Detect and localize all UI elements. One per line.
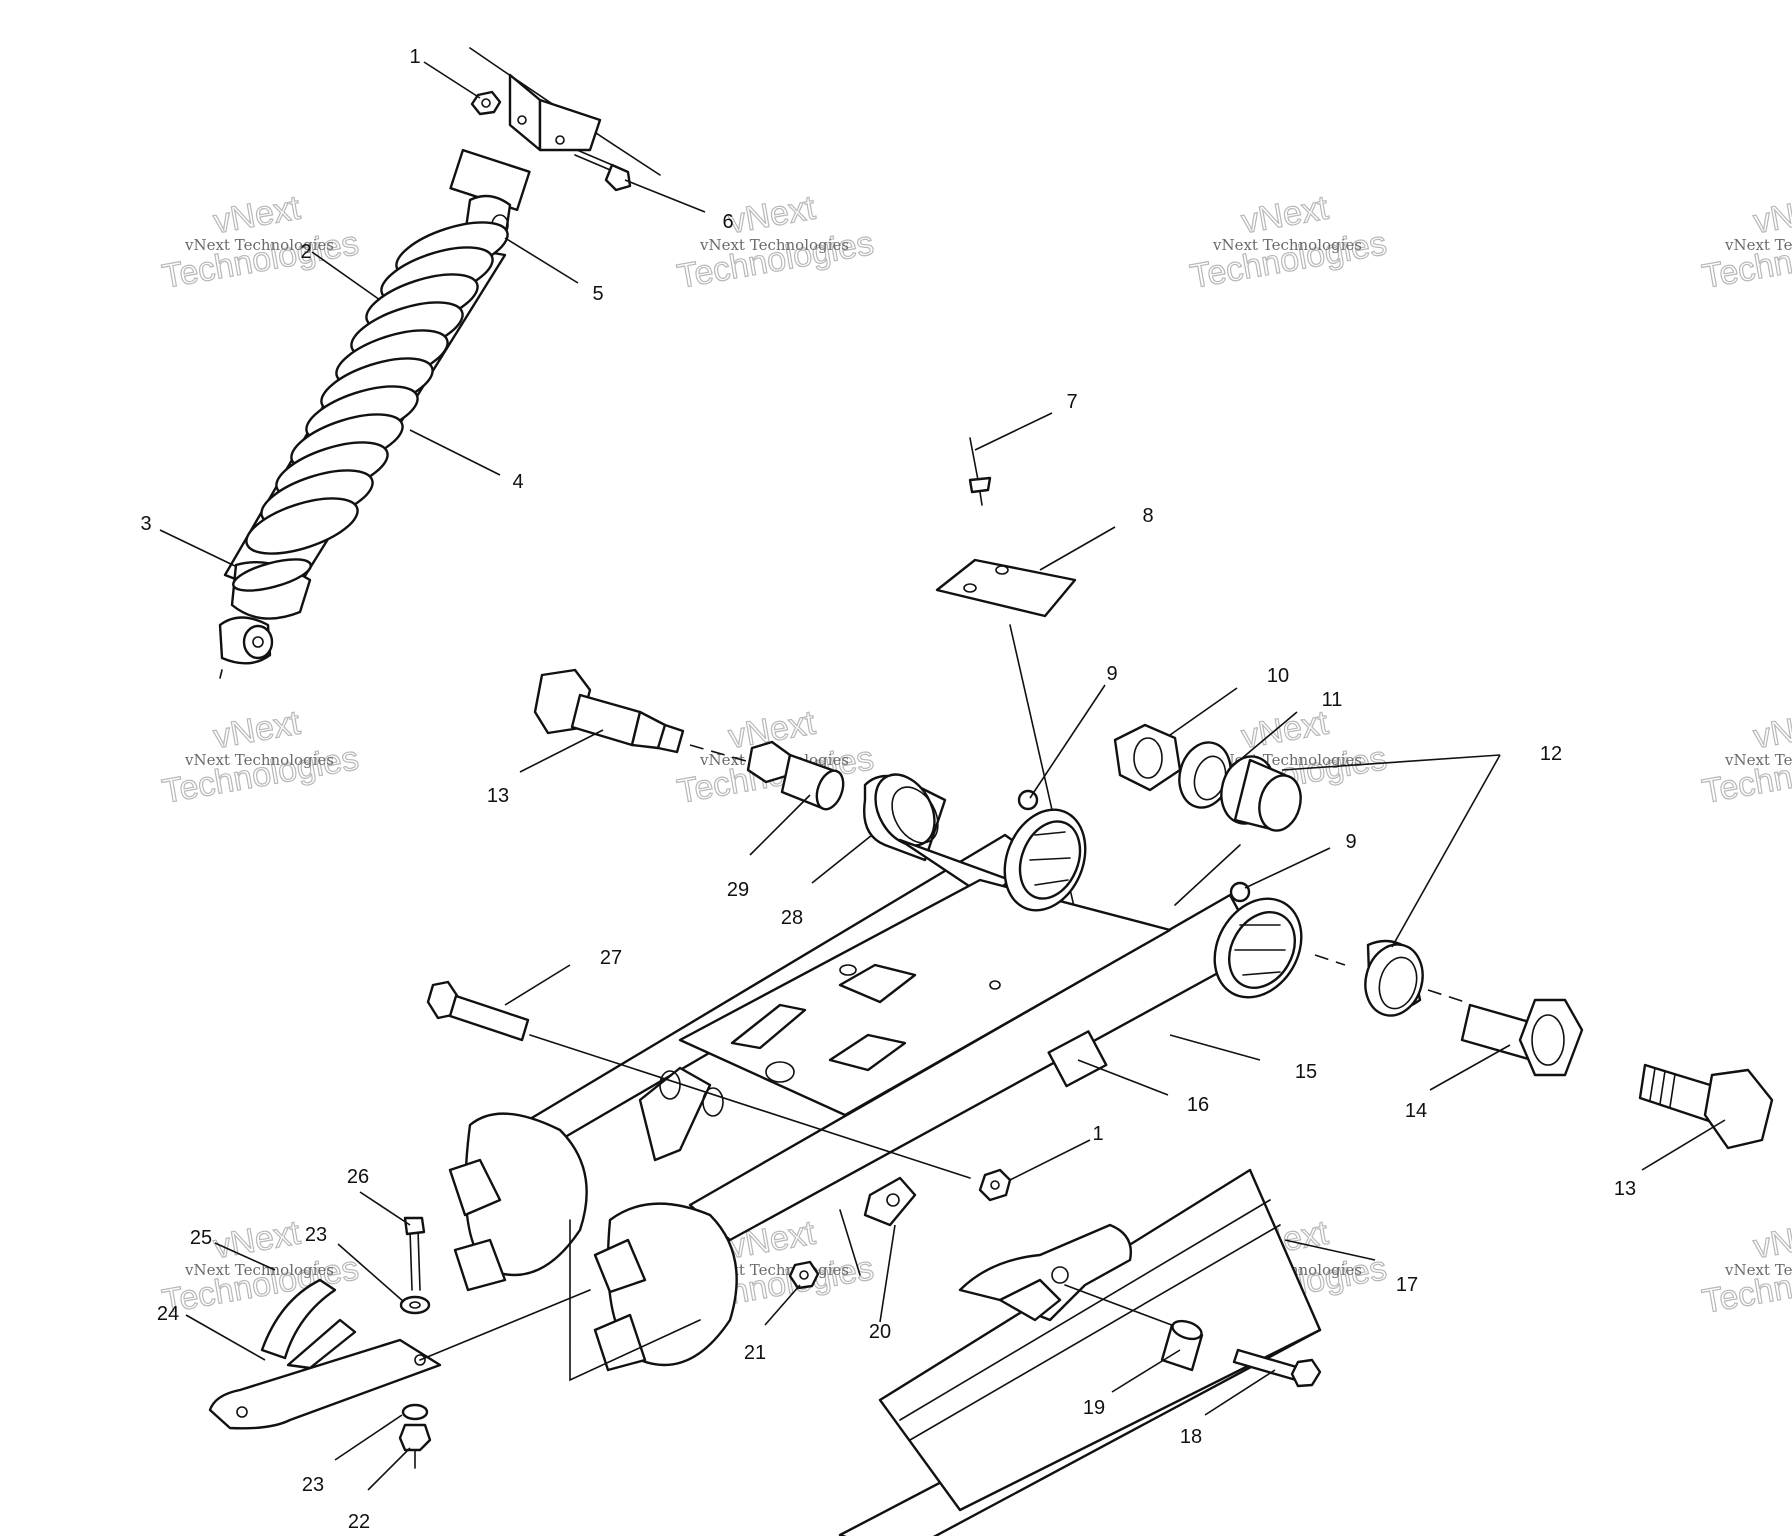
callout-14: 14 <box>1405 1100 1427 1122</box>
upper-mount-bracket <box>469 47 661 176</box>
bushing-alignment-line <box>1174 844 1241 906</box>
nut-part-21 <box>788 1260 820 1290</box>
callout-4: 4 <box>512 471 523 493</box>
callout-8: 8 <box>1142 505 1153 527</box>
watermark: vNext Technologies vNext Technologies <box>1699 703 1792 812</box>
watermark-line3: Technologies <box>674 224 876 296</box>
lower-bracket-part-24 <box>208 1278 442 1430</box>
watermark-line1: vNext <box>1751 704 1792 757</box>
callout-9-upper: 9 <box>1106 663 1117 685</box>
spacer-part-19 <box>1160 1319 1204 1372</box>
watermark-line2: vNext Technologies <box>184 236 334 254</box>
watermark-line1: vNext <box>211 189 304 242</box>
watermark-line2: vNext Technologies <box>1212 236 1362 254</box>
callout-7: 7 <box>1066 391 1077 413</box>
callout-19: 19 <box>1083 1397 1105 1419</box>
bushing-part-12-upper <box>1220 755 1302 832</box>
watermark: vNext Technologies vNext Technologies <box>159 1213 362 1322</box>
callout-25: 25 <box>190 1227 212 1249</box>
bolt-part-26 <box>403 1216 426 1291</box>
callout-18: 18 <box>1180 1426 1202 1448</box>
callout-28: 28 <box>781 907 803 929</box>
bolt-part-18 <box>1232 1348 1322 1388</box>
callout-17: 17 <box>1396 1274 1418 1296</box>
callout-10: 10 <box>1267 665 1289 687</box>
bolt-27-axis-line <box>529 1034 971 1179</box>
callout-22: 22 <box>348 1511 370 1533</box>
watermark-line1: vNext <box>1239 189 1332 242</box>
watermark: vNext Technologies vNext Technologies <box>159 703 362 812</box>
watermark: vNext Technologies vNext Technologies <box>1187 188 1390 297</box>
watermark: vNext Technologies vNext Technologies <box>1699 188 1792 297</box>
bushing-part-28 <box>863 773 947 862</box>
pivot-bolt-part-13-upper <box>533 668 685 754</box>
nut-part-1-lower <box>978 1168 1012 1202</box>
callout-26: 26 <box>347 1166 369 1188</box>
watermark-line3: Technologies <box>159 224 361 296</box>
callout-3: 3 <box>140 513 151 535</box>
bracket-alignment-line <box>419 1289 591 1361</box>
callout-12: 12 <box>1540 743 1562 765</box>
callout-29: 29 <box>727 879 749 901</box>
callout-23-upper: 23 <box>305 1224 327 1246</box>
watermark-line2: vNext Technologies <box>184 751 334 769</box>
swing-arm-part-15 <box>448 789 1303 1382</box>
bushing-part-12-lower <box>1364 939 1424 1017</box>
watermark-line1: vNext <box>1751 189 1792 242</box>
callout-9-lower: 9 <box>1345 831 1356 853</box>
watermark-line2: vNext Technologies <box>1724 1261 1792 1279</box>
watermark-line1: vNext <box>726 189 819 242</box>
decal-part-16 <box>1047 1030 1108 1088</box>
callout-13-lower: 13 <box>1614 1178 1636 1200</box>
pivot-bolt-part-14 <box>1460 998 1584 1077</box>
callout-15: 15 <box>1295 1061 1317 1083</box>
callout-1: 1 <box>409 46 420 68</box>
shock-absorber-assembly <box>218 194 512 679</box>
skid-rail-part-17 <box>838 1168 1322 1536</box>
watermark-line1: vNext <box>211 704 304 757</box>
washer-part-23-upper <box>399 1295 431 1315</box>
watermark-line2: vNext Technologies <box>1724 751 1792 769</box>
leader-lines <box>159 61 1726 1491</box>
pivot-bolt-part-13-lower <box>1638 1063 1774 1150</box>
mount-plate-part-8 <box>935 558 1077 618</box>
watermark: vNext Technologies vNext Technologies <box>674 188 877 297</box>
watermark-line3: Technologies <box>1187 224 1389 296</box>
callout-1-lower: 1 <box>1092 1123 1103 1145</box>
callout-6: 6 <box>722 211 733 233</box>
skid-alignment-line <box>1064 1284 1186 1331</box>
coil-spring-part-4 <box>245 221 509 555</box>
callout-27: 27 <box>600 947 622 969</box>
callout-5: 5 <box>592 283 603 305</box>
callout-23-lower: 23 <box>302 1474 324 1496</box>
callout-2: 2 <box>300 241 311 263</box>
callout-20: 20 <box>869 1321 891 1343</box>
callout-16: 16 <box>1187 1094 1209 1116</box>
bushing-part-29 <box>746 740 845 811</box>
callout-11: 11 <box>1322 689 1343 711</box>
bolt-part-6 <box>574 149 632 192</box>
watermark-line2: vNext Technologies <box>699 236 849 254</box>
callout-numbers: 1 6 5 2 4 3 7 8 9 10 11 12 13 29 28 9 27… <box>140 46 1636 1533</box>
watermark-line3: Technologies <box>159 1249 361 1321</box>
washer-part-23-lower <box>401 1403 429 1421</box>
push-pin-part-7 <box>968 437 992 506</box>
watermark-line1: vNext <box>211 1214 304 1267</box>
watermark-line3: Technologies <box>159 739 361 811</box>
callout-21: 21 <box>744 1342 766 1364</box>
watermark-line2: vNext Technologies <box>1724 236 1792 254</box>
callout-13-upper: 13 <box>487 785 509 807</box>
watermark: vNext Technologies vNext Technologies <box>159 188 362 297</box>
nut-part-22 <box>398 1423 432 1469</box>
watermark-line1: vNext <box>1751 1214 1792 1267</box>
pin-alignment-line <box>1009 624 1086 956</box>
watermark: vNext Technologies vNext Technologies <box>1699 1213 1792 1322</box>
bolt-part-27 <box>426 980 530 1042</box>
watermark-line2: vNext Technologies <box>184 1261 334 1279</box>
callout-24: 24 <box>157 1303 179 1325</box>
